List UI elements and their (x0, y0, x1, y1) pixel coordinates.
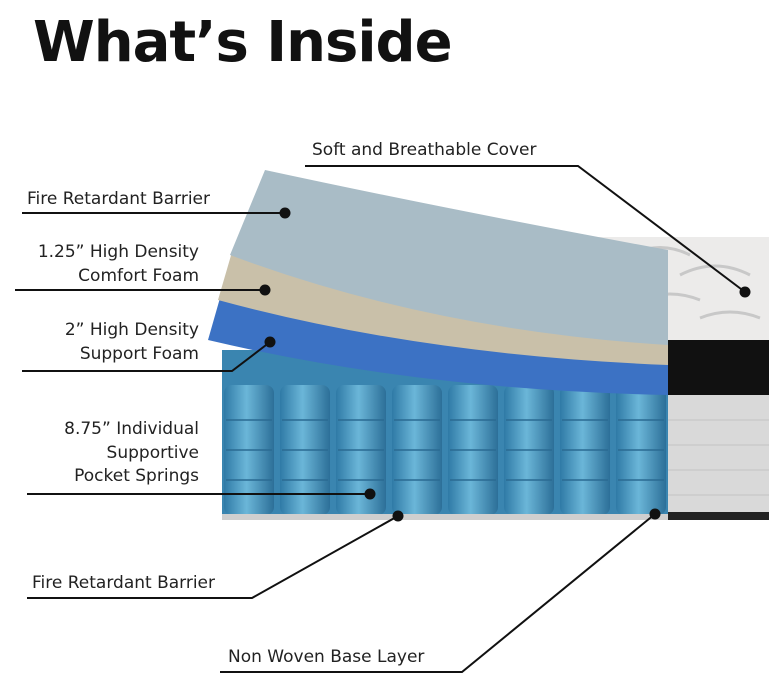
label-support-line1: 2” High Density (64, 320, 199, 340)
label-springs-line2: Supportive (106, 442, 199, 463)
label-soft-breathable-cover: Soft and Breathable Cover (312, 140, 537, 160)
label-comfort-foam: 1.25” High Density Comfort Foam (38, 241, 199, 288)
label-fire-retardant-barrier-top: Fire Retardant Barrier (27, 189, 211, 209)
label-springs-line1: 8.75” Individual (64, 419, 199, 439)
label-comfort-line1: 1.25” High Density (37, 242, 199, 262)
fire-retardant-top-layer (230, 170, 668, 345)
label-springs-line3: Pocket Springs (74, 466, 199, 486)
page-title: What’s Inside (33, 10, 453, 75)
label-pocket-springs: 8.75” Individual Supportive Pocket Sprin… (64, 418, 199, 489)
label-support-foam: 2” High Density Support Foam (65, 319, 199, 366)
black-band (668, 340, 769, 395)
label-fire-retardant-barrier-bottom: Fire Retardant Barrier (32, 573, 216, 593)
label-support-line2: Support Foam (79, 343, 199, 364)
label-comfort-line2: Comfort Foam (78, 265, 199, 286)
base-layer (222, 514, 668, 520)
leader-lines (15, 165, 746, 673)
marker-dots (259, 207, 751, 522)
label-non-woven-base-layer: Non Woven Base Layer (228, 647, 425, 667)
